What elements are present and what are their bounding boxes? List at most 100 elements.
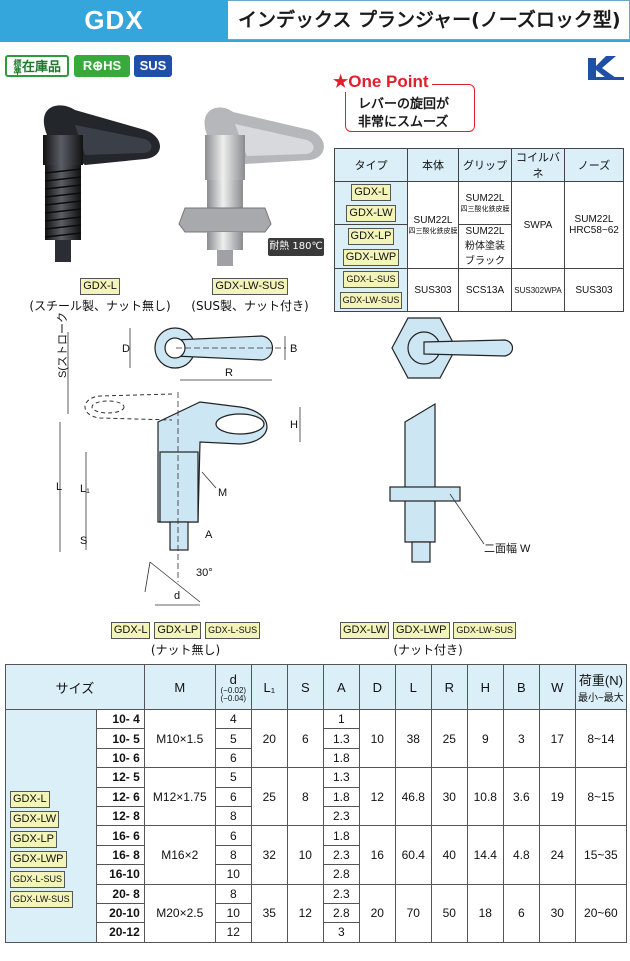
spec-spring-c: SUS302WPA (511, 268, 565, 312)
spec-grip-b-1: SUM22L (465, 226, 505, 237)
table-row: 10- 6 6 1.8 (6, 747, 627, 769)
model-gdx-l: GDX-L (10, 791, 50, 809)
spec-header-grip: グリップ (458, 148, 512, 182)
table-row: 20-12 12 3 (6, 922, 627, 943)
model-gdx-lw: GDX-LW (10, 811, 60, 829)
stock-badge: 標準在庫品 (5, 55, 69, 77)
w-cell: 17 (538, 708, 576, 769)
spec-header-type: タイプ (334, 148, 408, 182)
w-cell: 30 (538, 883, 576, 943)
dd-cell: 10 (358, 708, 396, 769)
dimension-table: サイズ M d (−0.02) (−0.04) L₁ S A D L R H B… (5, 664, 628, 943)
s-cell: 10 (286, 825, 324, 885)
l-cell: 38 (394, 708, 432, 769)
l1-cell: 20 (250, 708, 288, 769)
a-cell: 2.8 (322, 902, 360, 924)
dim-label-width: 二面幅 W (484, 542, 531, 555)
a-cell: 1.8 (322, 786, 360, 807)
size-cell: 12- 8 (95, 805, 145, 827)
col-load-label: 荷重(N) (578, 673, 623, 688)
col-load-sub: 最小~最大 (577, 693, 624, 704)
heat-resistance-badge: 耐熱 180℃ (268, 238, 324, 256)
d-cell: 8 (214, 844, 252, 866)
model-gdx-l-sus: GDX-L-SUS (10, 871, 66, 889)
d-cell: 10 (214, 902, 252, 924)
m-cell: M12×1.75 (143, 767, 216, 827)
spec-type-gdx-l-sus: GDX-L-SUS (343, 271, 399, 288)
sus-badge: SUS (134, 55, 172, 77)
table-row: 20- 8 M20×2.5 8 35 12 2.3 20 70 50 18 6 … (6, 883, 628, 943)
front-view-thread (159, 451, 199, 523)
h-cell: 18 (466, 883, 504, 943)
col-size: サイズ (5, 664, 145, 710)
group-left-model-3: GDX-L-SUS (205, 622, 261, 639)
load-cell: 20~60 (574, 883, 628, 943)
table-row: 16-10 10 2.8 (6, 864, 627, 885)
group-left-model-1: GDX-L (110, 622, 151, 639)
col-d-tol-top: (−0.02) (220, 685, 247, 695)
spec-type-gdx-l: GDX-L (351, 184, 391, 201)
a-cell: 2.3 (322, 883, 360, 904)
h-cell: 14.4 (466, 825, 504, 885)
r-cell: 40 (430, 825, 468, 885)
col-r: R (430, 664, 468, 710)
l1-cell: 25 (250, 767, 288, 827)
table-row: 12- 8 8 2.3 (6, 805, 627, 827)
photo-model-right: GDX-LW-SUS (212, 278, 288, 295)
spec-grip-a: SUM22L 四三酸化鉄皮膜 (458, 181, 512, 225)
l-cell: 70 (394, 883, 432, 943)
dim-label-a: A (205, 529, 213, 541)
dim-label-r: R (225, 367, 233, 379)
material-spec-table: タイプ 本体 グリップ コイルバネ ノーズ GDX-L GDX-LW SUM22… (334, 148, 624, 312)
l-cell: 60.4 (394, 825, 432, 885)
col-d-label: d (229, 671, 237, 687)
d-cell: 10 (214, 864, 252, 885)
dim-label-b: B (290, 343, 297, 355)
d-cell: 5 (214, 767, 252, 788)
table-row: GDX-L GDX-LW GDX-LP GDX-LWP GDX-L-SUS GD… (5, 708, 628, 943)
photo-gdx-l (43, 105, 160, 262)
b-cell: 4.8 (502, 825, 540, 885)
dim-label-stroke: S(ストローク) (56, 312, 69, 378)
spec-grip-b: SUM22L 粉体塗装 ブラック (458, 224, 512, 269)
size-cell: 16- 8 (95, 844, 145, 866)
a-cell: 1.3 (322, 767, 360, 788)
l1-cell: 35 (250, 883, 288, 943)
h-cell: 10.8 (466, 767, 504, 827)
col-l: L (394, 664, 432, 710)
spec-type-gdx-lp: GDX-LP (347, 227, 395, 245)
spec-grip-b-3: ブラック (465, 256, 505, 267)
dd-cell: 12 (358, 767, 396, 827)
col-a: A (322, 664, 360, 710)
load-cell: 8~14 (574, 708, 628, 769)
dim-label-d-lower: d (174, 590, 180, 602)
w-cell: 19 (538, 767, 576, 827)
drawing-group-right: GDX-LW GDX-LWP GDX-LW-SUS (ナット付き) (328, 620, 528, 658)
spec-type-gdx-lw: GDX-LW (346, 205, 396, 222)
model-gdx-lp: GDX-LP (10, 831, 57, 849)
dd-cell: 16 (358, 825, 396, 885)
b-cell: 3.6 (502, 767, 540, 827)
photo-gdx-lw-sus (178, 107, 324, 266)
spec-header-body: 本体 (407, 148, 459, 182)
spec-body-ab-main: SUM22L (413, 214, 453, 226)
one-point-title: ★One Point (333, 72, 432, 92)
spec-body-ab-sub: 四三酸化鉄皮膜 (408, 227, 458, 235)
table-row: 12- 5 M12×1.75 5 25 8 1.3 12 46.8 30 10.… (6, 767, 628, 827)
photo-model-left: GDX-L (80, 278, 120, 295)
spec-header-spring: コイルバネ (511, 148, 565, 182)
a-cell: 1.3 (322, 728, 360, 749)
dim-label-s: S (80, 535, 87, 547)
dim-label-d-upper: D (122, 343, 130, 355)
size-cell: 12- 5 (95, 767, 145, 788)
col-w: W (538, 664, 576, 710)
dim-label-m: M (218, 487, 227, 499)
spec-nose-ab: SUM22L HRC58~62 (564, 181, 624, 269)
table-row: 10- 5 5 1.3 (6, 728, 627, 749)
spec-types-b: GDX-LP GDX-LWP (334, 224, 408, 269)
right-front-nut (389, 486, 461, 502)
spec-nose-ab-2: HRC58~62 (569, 225, 619, 236)
r-cell: 50 (430, 883, 468, 943)
d-cell: 12 (214, 922, 252, 943)
photo-desc-right: (SUS製、ナット付き) (191, 299, 309, 313)
